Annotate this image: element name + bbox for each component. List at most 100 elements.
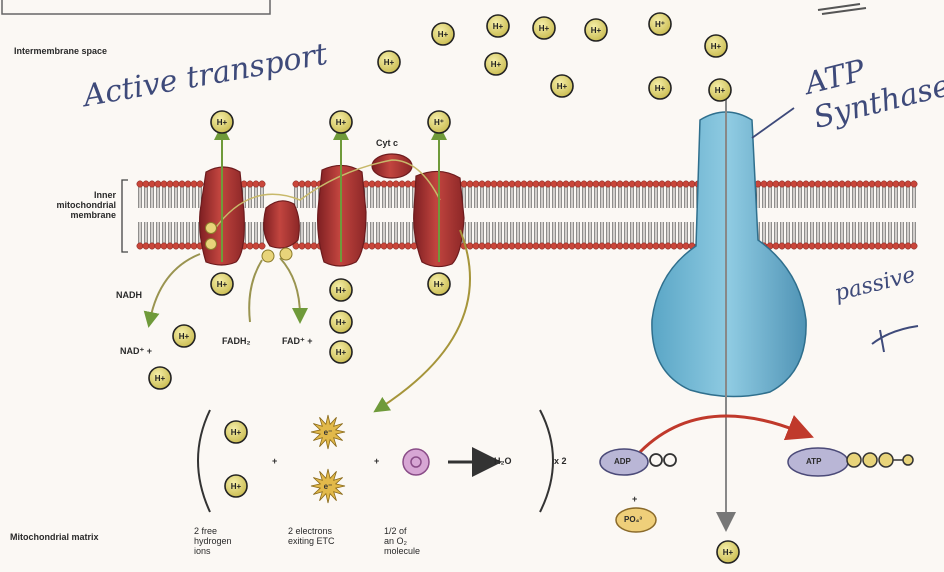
caption-h-1: 2 free	[194, 526, 232, 536]
svg-text:H+: H+	[591, 26, 602, 35]
electron-group: e⁻ e⁻	[311, 415, 345, 503]
h-ion: H⁺	[649, 13, 671, 35]
label-x2: x 2	[554, 456, 567, 466]
svg-text:H⁺: H⁺	[655, 20, 665, 29]
svg-text:H+: H+	[493, 22, 504, 31]
svg-text:H+: H+	[723, 548, 734, 557]
svg-text:H+: H+	[434, 280, 445, 289]
svg-text:H+: H+	[336, 286, 347, 295]
label-nadh: NADH	[116, 290, 142, 300]
caption-o-3: molecule	[384, 546, 420, 556]
svg-text:H+: H+	[711, 42, 722, 51]
h-ion: H+	[428, 273, 450, 295]
label-intermembrane: Intermembrane space	[14, 46, 107, 56]
oxygen-half-molecule	[403, 449, 429, 475]
h-ion: H+	[330, 311, 352, 333]
svg-text:e⁻: e⁻	[324, 482, 333, 491]
svg-text:H⁺: H⁺	[434, 118, 444, 127]
svg-text:H+: H+	[384, 58, 395, 67]
svg-text:H+: H+	[217, 280, 228, 289]
plus-1: +	[272, 456, 277, 466]
caption-h-ions: 2 free hydrogen ions	[194, 526, 232, 556]
svg-text:H+: H+	[491, 60, 502, 69]
label-inner-1: Inner	[20, 190, 116, 200]
handwriting-tick	[880, 330, 884, 352]
corner-scribble	[818, 4, 866, 14]
h-ion: H+	[211, 111, 233, 133]
h-ion: H+	[717, 541, 739, 563]
caption-h-3: ions	[194, 546, 232, 556]
paren-right	[540, 410, 553, 512]
label-adp: ADP	[614, 457, 631, 467]
label-h2o: H₂O	[494, 456, 512, 466]
label-matrix: Mitochondrial matrix	[10, 532, 99, 542]
caption-electrons: 2 electrons exiting ETC	[288, 526, 335, 546]
electron: e⁻	[311, 415, 345, 449]
svg-text:H+: H+	[715, 86, 726, 95]
h-ion: H+	[330, 341, 352, 363]
label-nad: NAD⁺ +	[120, 346, 152, 356]
h-ion: H+	[225, 421, 247, 443]
fadh2-arrow	[249, 260, 262, 322]
svg-text:H+: H+	[336, 118, 347, 127]
inner-membrane	[137, 181, 917, 249]
adp-molecule	[600, 449, 676, 475]
svg-text:H+: H+	[557, 82, 568, 91]
svg-text:H+: H+	[655, 84, 666, 93]
svg-text:H+: H+	[217, 118, 228, 127]
corner-box	[2, 0, 270, 14]
label-cytc: Cyt c	[376, 138, 398, 148]
caption-o-2: an O₂	[384, 536, 420, 546]
svg-text:H+: H+	[231, 428, 242, 437]
label-inner-membrane: Inner mitochondrial membrane	[20, 190, 116, 220]
synthase-pointer	[752, 108, 794, 138]
h-ion: H+	[378, 51, 400, 73]
plus-adp: +	[632, 494, 637, 504]
h-ion: H+	[533, 17, 555, 39]
h-ion-group: H+ H+ H+ H+ H⁺ H+ H+ H+ H+ H+ H+ H+ H+ H⁺ H+ H+ H+ H+ H+ H+…	[149, 13, 739, 563]
caption-h-2: hydrogen	[194, 536, 232, 546]
svg-text:H+: H+	[539, 24, 550, 33]
h-ion: H+	[649, 77, 671, 99]
caption-e-1: 2 electrons	[288, 526, 335, 536]
complex-ii	[264, 201, 300, 248]
h-ion: H+	[432, 23, 454, 45]
caption-oxygen: 1/2 of an O₂ molecule	[384, 526, 420, 556]
h-ion: H+	[551, 75, 573, 97]
h-ion: H+	[149, 367, 171, 389]
h-ion: H+	[211, 273, 233, 295]
label-inner-3: membrane	[20, 210, 116, 220]
label-inner-2: mitochondrial	[20, 200, 116, 210]
atp-synthase	[652, 112, 806, 397]
svg-text:H+: H+	[336, 348, 347, 357]
h-ion: H+	[705, 35, 727, 57]
h-ion: H+	[330, 279, 352, 301]
paren-left	[198, 410, 210, 512]
caption-e-2: exiting ETC	[288, 536, 335, 546]
label-fad: FAD⁺ +	[282, 336, 313, 346]
h-ion: H+	[173, 325, 195, 347]
label-po4: PO₄³	[624, 515, 642, 525]
svg-text:H+: H+	[155, 374, 166, 383]
membrane-bracket	[122, 180, 128, 252]
h-ion: H+	[709, 79, 731, 101]
h-ion: H⁺	[428, 111, 450, 133]
handwriting-dash	[872, 326, 918, 344]
svg-text:H+: H+	[438, 30, 449, 39]
adp-to-atp-arrow	[640, 416, 800, 452]
svg-text:H+: H+	[336, 318, 347, 327]
caption-o-1: 1/2 of	[384, 526, 420, 536]
svg-text:e⁻: e⁻	[324, 428, 333, 437]
label-atp: ATP	[806, 457, 821, 467]
nadh-arrow	[150, 254, 200, 320]
svg-text:H+: H+	[179, 332, 190, 341]
svg-text:H+: H+	[231, 482, 242, 491]
h-ion: H+	[225, 475, 247, 497]
h-ion: H+	[487, 15, 509, 37]
h-ion: H+	[330, 111, 352, 133]
h-ion: H+	[485, 53, 507, 75]
label-fadh2: FADH₂	[222, 336, 251, 346]
cytochrome-c	[372, 154, 412, 178]
h-ion: H+	[585, 19, 607, 41]
